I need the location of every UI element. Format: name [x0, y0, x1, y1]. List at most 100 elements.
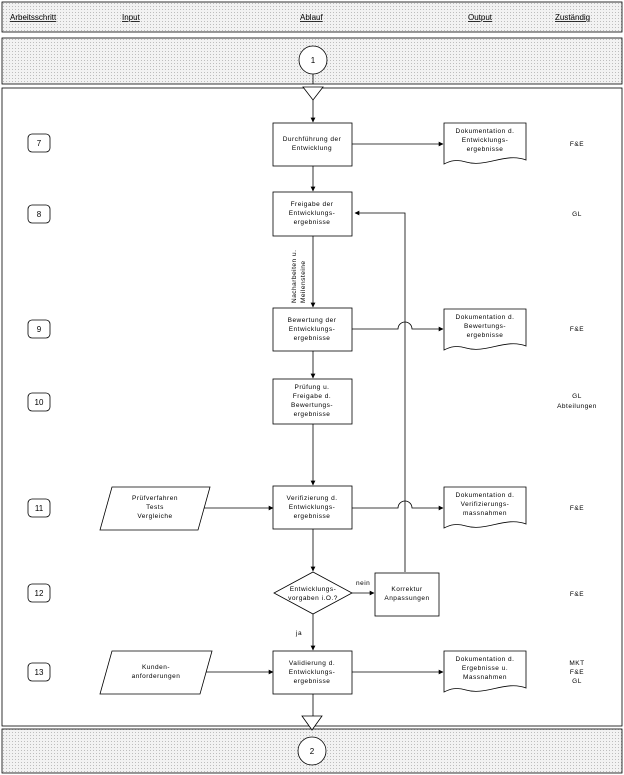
process-9-line-2: Entwicklungs- — [289, 326, 336, 333]
responsible-column: F&E GL F&E GL Abteilungen F&E F&E MKT F&… — [557, 141, 597, 685]
connector-bottom-label: 2 — [310, 747, 315, 756]
process-13-line-3: ergebnisse — [294, 678, 331, 685]
process-11-line-2: Entwicklungs- — [289, 504, 336, 511]
responsible-13-c: GL — [572, 678, 582, 685]
header-zustaendig: Zuständig — [555, 13, 590, 22]
header-ablauf: Ablauf — [300, 13, 323, 22]
label-ja: ja — [295, 630, 302, 637]
input-13-line-1: Kunden- — [142, 664, 170, 671]
responsible-7: F&E — [570, 141, 584, 148]
output-doc-13 — [443, 650, 527, 693]
svg-text:Validierung d.Entwicklungs-erg: Validierung d.Entwicklungs-ergebnisse — [289, 660, 336, 685]
output-9-line-2: Bewertungs- — [464, 323, 506, 330]
step-number-12: 12 — [35, 589, 44, 598]
process-8-line-1: Freigabe der — [291, 201, 334, 208]
process-10-line-3: Bewertungs- — [291, 402, 333, 409]
input-11-line-3: Vergleiche — [137, 513, 172, 520]
svg-text:Prüfung u.Freigabe d.Bewertung: Prüfung u. Freigabe d. Bewertungs-ergebnis… — [291, 384, 333, 418]
process-13-line-2: Entwicklungs- — [289, 669, 336, 676]
process-9-line-3: ergebnisse — [294, 335, 331, 342]
step-number-13: 13 — [35, 668, 44, 677]
svg-text:Dokumentation d.Entwicklungs-e: Dokumentation d. Entwicklungs-ergebnisse — [456, 128, 515, 153]
output-7-line-1: Dokumentation d. — [456, 128, 515, 135]
responsible-12: F&E — [570, 591, 584, 598]
output-13-line-3: Massnahmen — [463, 674, 507, 681]
step-number-11: 11 — [35, 504, 44, 513]
output-13-line-2: Ergebnisse u. — [462, 665, 508, 672]
offpage-connector-top — [302, 86, 324, 101]
svg-text:Verifizierung d.Entwicklungs-e: Verifizierung d. Entwicklungs-ergebnisse — [287, 495, 338, 520]
output-11-line-1: Dokumentation d. — [456, 492, 515, 499]
input-11-line-2: Tests — [146, 504, 164, 511]
input-shape-11 — [99, 486, 211, 531]
process-8-line-2: Entwicklungs- — [289, 210, 336, 217]
input-shape-13 — [99, 650, 213, 695]
output-7-line-2: Entwicklungs- — [462, 137, 509, 144]
step-number-9: 9 — [37, 325, 42, 334]
decision-diamond — [273, 571, 353, 615]
process-box-13 — [272, 650, 353, 695]
connector-bottom — [297, 736, 327, 766]
process-8-line-3: ergebnisse — [294, 219, 331, 226]
process-box-10 — [272, 378, 353, 425]
process-10-line-4: ergebnisse — [294, 411, 331, 418]
responsible-8: GL — [572, 211, 582, 218]
responsible-13-a: MKT — [569, 660, 584, 667]
process-box-9 — [272, 307, 353, 352]
output-doc-11 — [443, 486, 527, 529]
responsible-11: F&E — [570, 505, 584, 512]
process-10-line-2: Freigabe d. — [293, 393, 331, 400]
correction-line-1: Korrektur — [391, 586, 423, 593]
process-7-line-1: Durchführung der — [283, 136, 342, 143]
offpage-connector-bottom — [301, 715, 323, 731]
input-13-line-2: anforderungen — [132, 673, 181, 680]
output-11-line-2: Verifizierungs- — [461, 501, 510, 508]
svg-text:Dokumentation d.Bewertungs-erg: Dokumentation d. Bewertungs-ergebnisse — [456, 314, 515, 339]
responsible-13-b: F&E — [570, 669, 584, 676]
label-nein: nein — [356, 580, 370, 587]
step-numbers: 7 8 9 10 11 12 13 — [27, 133, 51, 682]
header-output: Output — [468, 13, 493, 22]
process-box-7 — [272, 122, 353, 167]
decision-line-1: Entwicklungs- — [290, 586, 337, 593]
step-number-10: 10 — [35, 398, 44, 407]
output-9-line-3: ergebnisse — [467, 332, 504, 339]
output-9-line-1: Dokumentation d. — [456, 314, 515, 321]
side-note: Nacharbeiten u.Meilensteine — [291, 250, 307, 303]
process-box-11 — [272, 485, 353, 530]
output-11-line-3: massnahmen — [463, 510, 507, 517]
svg-text:Dokumentation d.Verifizierungs: Dokumentation d. Verifizierungs-massnahme… — [456, 492, 515, 517]
correction-line-2: Anpassungen — [384, 595, 429, 602]
header-arbeitsschritt: Arbeitsschritt — [10, 13, 57, 22]
output-7-line-3: ergebnisse — [467, 146, 504, 153]
header-band — [1, 1, 623, 33]
process-box-8 — [272, 191, 353, 237]
responsible-9: F&E — [570, 326, 584, 333]
flow-lines — [203, 100, 444, 716]
process-9-line-1: Bewertung der — [288, 317, 337, 324]
output-docs: Dokumentation d.Entwicklungs-ergebnisse … — [443, 122, 527, 693]
output-doc-9 — [443, 308, 527, 351]
step-number-8: 8 — [37, 210, 42, 219]
responsible-10-a: GL — [572, 393, 582, 400]
svg-text:Entwicklungs-vorgaben i.O.?: Entwicklungs-vorgaben i.O.? — [288, 586, 338, 602]
responsible-10-b: Abteilungen — [557, 403, 597, 410]
svg-text:Dokumentation d.Ergebnisse u.M: Dokumentation d.Ergebnisse u.Massnahmen — [456, 656, 515, 681]
process-11-line-3: ergebnisse — [294, 513, 331, 520]
process-10-line-1: Prüfung u. — [295, 384, 330, 391]
step-number-7: 7 — [37, 139, 42, 148]
process-7-line-2: Entwicklung — [292, 145, 332, 152]
connector-top-label: 1 — [311, 56, 316, 65]
process-11-line-1: Verifizierung d. — [287, 495, 338, 502]
output-doc-7 — [443, 122, 527, 165]
correction-box — [374, 572, 440, 617]
svg-text:Kunden-anforderungen: Kunden-anforderungen — [132, 664, 181, 680]
header-input: Input — [122, 13, 141, 22]
